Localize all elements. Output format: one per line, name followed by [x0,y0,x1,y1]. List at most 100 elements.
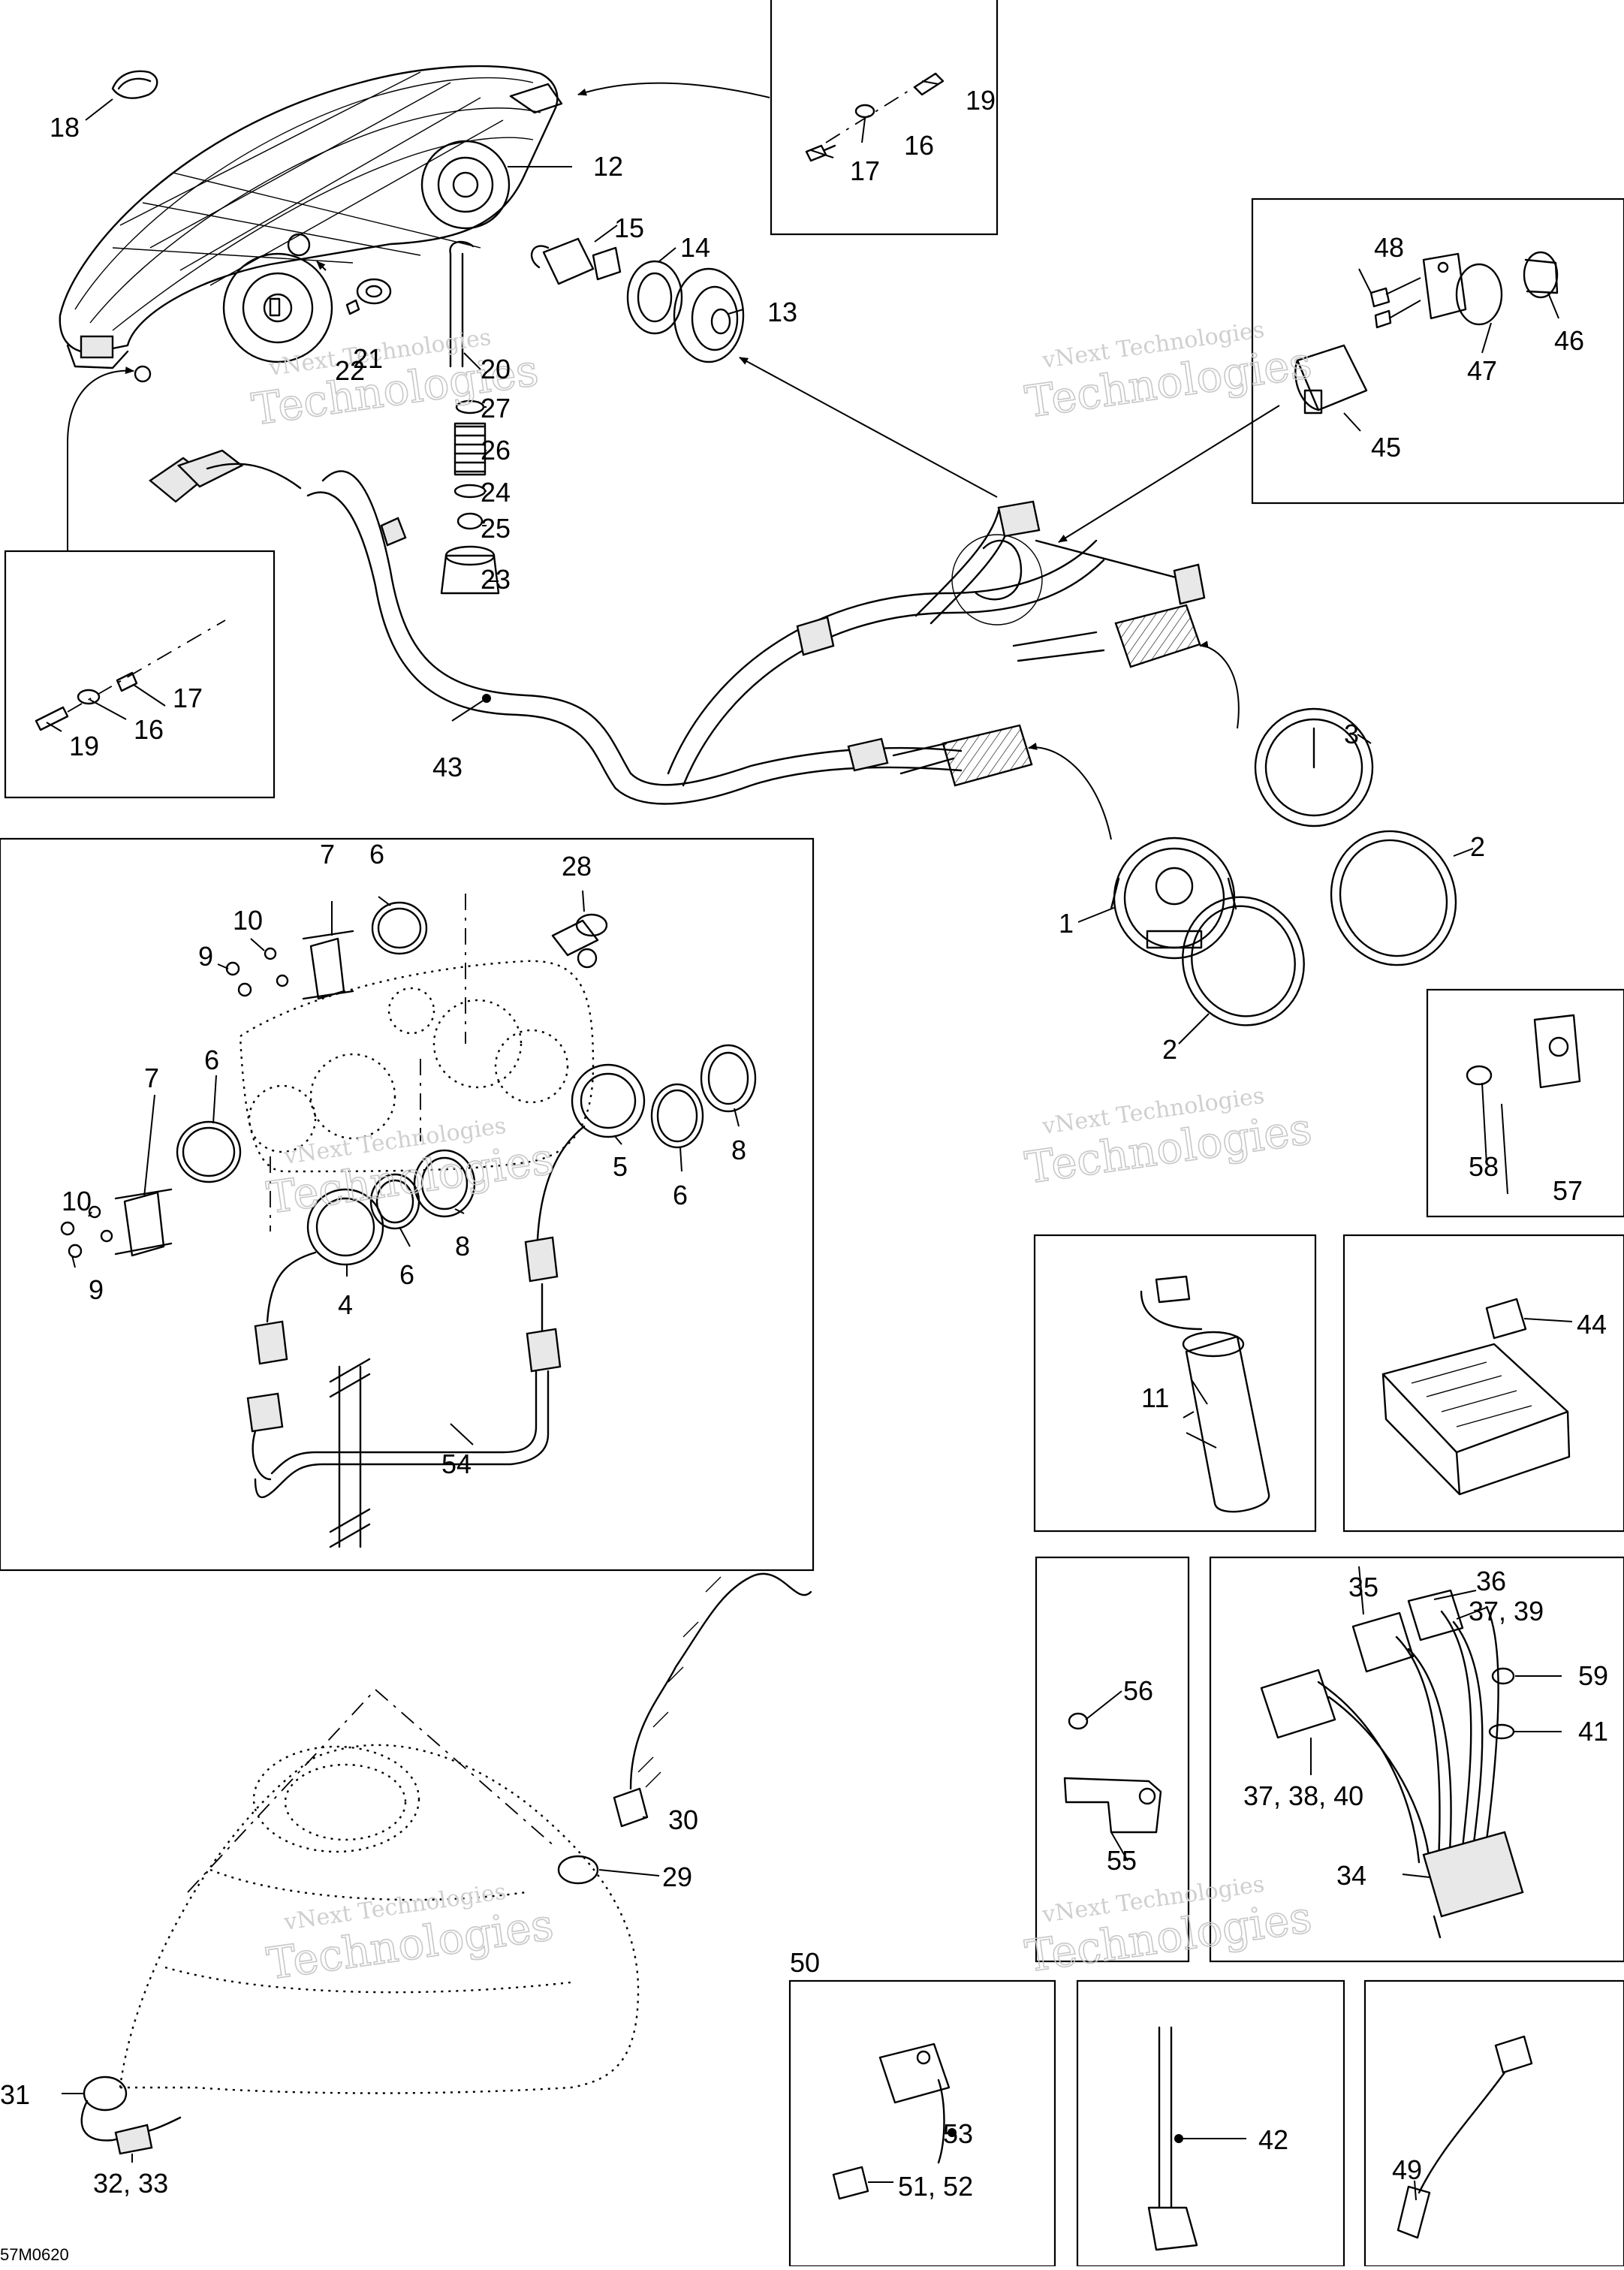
frame-fuel-sender [1033,1234,1317,1533]
callout-58: 58 [1469,1151,1499,1182]
callout-10: 10 [62,1186,92,1216]
gauges-main [1110,707,1457,1026]
callout-8: 8 [455,1231,470,1262]
callout-1: 1 [1059,908,1074,939]
callout-7: 7 [144,1063,159,1093]
callout-27: 27 [481,393,511,424]
callout-numbers: 18 19 16 17 12 15 14 13 21 22 20 27 26 2… [0,85,1608,2264]
callout-26: 26 [481,435,511,466]
callout-49: 49 [1392,2154,1422,2185]
callout-15: 15 [614,213,644,243]
screw-frame-parts [35,620,226,731]
callout-34: 34 [1336,1860,1366,1891]
callout-6: 6 [369,839,384,870]
callout-2: 2 [1470,831,1485,862]
bulb-socket-parts [531,237,745,363]
callout-16: 16 [904,130,934,161]
callout-47: 47 [1467,355,1497,386]
callout-44: 44 [1577,1309,1607,1340]
sensor-49-parts [1397,2035,1533,2239]
callout-24: 24 [481,477,511,508]
frame-flasher [1251,197,1624,505]
callout-19: 19 [966,85,996,116]
callout-6: 6 [204,1045,219,1075]
frame-solenoid [788,1979,1056,2268]
callout-54: 54 [441,1449,472,1479]
frame-gauge-cluster [0,837,815,1572]
frame-regulator [1209,1556,1624,1963]
arrows [67,82,1280,840]
callout-8: 8 [731,1135,746,1165]
watermarks: vNext Technologies Technologies vNext Te… [249,317,1315,1990]
frame-fuse-box [1342,1234,1624,1533]
callout-23: 23 [481,564,511,595]
regulator-parts [1260,1589,1524,1939]
frame-sensor-49 [1363,1979,1624,2268]
callout-12: 12 [593,151,623,182]
headlight-assembly [59,65,563,383]
fuel-sender-parts [1140,1275,1270,1513]
callout-21: 21 [353,343,383,374]
callout-59: 59 [1578,1660,1608,1691]
callout-17: 17 [850,155,880,186]
callout-18: 18 [50,112,80,143]
callout-17: 17 [173,683,203,713]
frame-mount-hardware [770,0,999,236]
callout-10: 10 [233,905,263,936]
callout-36: 36 [1476,1566,1506,1596]
handlebar-pod [80,1572,812,2155]
callout-9: 9 [198,941,213,972]
callout-35: 35 [1348,1572,1378,1602]
bracket-57-parts [1466,1014,1581,1089]
frame-probe-42 [1076,1979,1345,2268]
wiring-harness-43 [149,449,1206,805]
frame-bracket-55 [1035,1556,1190,1963]
callout-48: 48 [1374,232,1404,263]
callout-19: 19 [69,731,99,761]
callout-43: 43 [432,752,462,782]
callout-3: 3 [1344,719,1359,749]
callout-14: 14 [680,232,710,263]
figure-code: 57M0620 [0,2245,69,2264]
callout-50: 50 [790,1947,820,1978]
callout-13: 13 [767,297,797,327]
callout-16: 16 [134,714,164,745]
gauge-cluster-parts [60,894,757,1548]
adjuster-stack [440,240,500,595]
callout-32-33: 32, 33 [93,2168,168,2199]
callout-6: 6 [399,1259,414,1290]
callout-2: 2 [1162,1034,1177,1065]
callout-29: 29 [662,1862,692,1892]
callout-20: 20 [481,354,511,384]
callout-28: 28 [562,851,592,882]
solenoid-parts [832,2042,957,2200]
callout-55: 55 [1107,1845,1137,1876]
callout-25: 25 [481,513,511,544]
flasher-parts [1294,251,1559,415]
frame-headlight-screw [4,550,276,799]
callout-37-38-40: 37, 38, 40 [1243,1780,1363,1811]
callout-11: 11 [1141,1382,1169,1413]
callout-31: 31 [0,2079,30,2110]
callout-41: 41 [1578,1716,1608,1747]
clip-18 [111,70,158,99]
callout-51-52: 51, 52 [898,2171,973,2202]
callout-57: 57 [1553,1175,1583,1206]
bracket-55-parts [1063,1712,1162,1834]
callout-45: 45 [1371,432,1401,463]
callout-4: 4 [338,1289,353,1320]
callout-46: 46 [1554,325,1584,356]
fastener-21-22 [345,278,392,315]
callout-56: 56 [1123,1675,1153,1706]
callout-7: 7 [320,839,335,870]
callout-30: 30 [668,1804,698,1835]
callout-37-39: 37, 39 [1469,1596,1544,1626]
fuse-box-parts [1381,1298,1571,1496]
callout-9: 9 [89,1274,104,1305]
callout-22: 22 [335,355,365,386]
leader-lines [46,80,1573,2201]
callout-42: 42 [1258,2124,1288,2155]
